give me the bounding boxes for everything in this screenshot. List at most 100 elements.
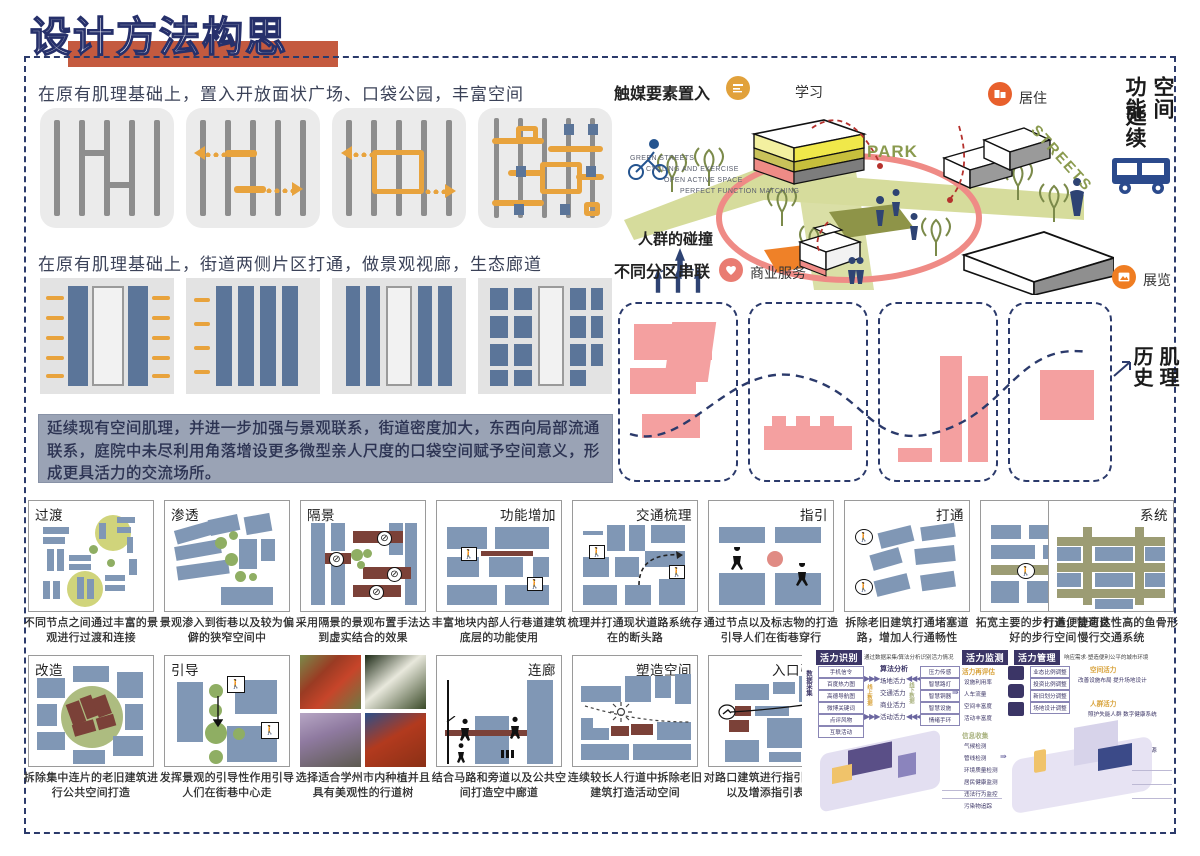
ig-accent-left2	[898, 752, 916, 778]
card-10-title: 改造	[35, 663, 63, 678]
ig-mid-1: 交通活力	[880, 690, 906, 697]
ig-right-3: 智慧设施	[920, 702, 960, 714]
pedestrian-icon: 🚶	[855, 579, 873, 595]
ig-mon2-2: 环境质量检测	[964, 768, 998, 774]
commerce-label: 商业服务	[750, 265, 806, 281]
card-13-caption: 结合马路和旁道以及公共空间打造空中廊道	[431, 772, 567, 799]
park-label: PARK	[867, 142, 918, 161]
ig-col-left-title: 数据采集	[805, 670, 812, 696]
no-entry-icon: ⊘	[329, 552, 344, 567]
summary-paragraph-box: 延续现有空间肌理，并进一步加强与景观联系，街道密度加大，东西向局部流通联系，庭院…	[38, 414, 613, 483]
card-7: 打通 🚶 🚶	[844, 500, 970, 612]
photo-tree-red	[365, 713, 426, 767]
pedestrian-icon: 🚶	[589, 545, 605, 559]
crowd-label: 人群的碰撞	[638, 231, 714, 248]
card-5-caption: 梳理并打通现状道路系统存在的断头路	[567, 617, 703, 644]
residence-label: 居住	[1019, 90, 1047, 106]
card-4-title: 功能增加	[500, 508, 556, 523]
strategy-tile-6	[186, 278, 320, 394]
ig-left-0: 手机信令	[818, 666, 864, 678]
pedestrian-icon: 🚶	[527, 577, 543, 591]
board-title-wrap: 设计方法构思	[29, 13, 338, 67]
ig-manage-3: 场地设计调整	[1030, 702, 1070, 714]
board-frame	[24, 56, 1176, 834]
ig-left-4: 点评风物	[818, 714, 864, 726]
zone-cell-3	[878, 302, 998, 482]
ig-arrow-mon-2: ⇛	[1000, 752, 1007, 761]
ig-note-0: 通过数据采集/算法分析识别活力情况	[864, 655, 954, 661]
card-6-caption: 通过节点以及标志物的打造引导人们在街巷穿行	[703, 617, 839, 644]
title-highlight	[68, 41, 338, 67]
ig-manage-2: 新旧划分调整	[1030, 690, 1070, 702]
ig-left-3: 微博关键词	[818, 702, 864, 714]
vertical-label-4	[1150, 105, 1176, 131]
ig-left-2: 高德导航图	[818, 690, 864, 702]
ig-mon1-0: 设施利用率	[964, 680, 992, 686]
pedestrian-icon: 🚶	[1017, 563, 1035, 579]
ig-mon1-1: 人车流量	[964, 692, 987, 698]
ig-arrow-right-2: ▶▶▶	[864, 712, 881, 721]
catalyst-diagram	[624, 119, 1114, 295]
ig-header-1: 活力监测	[962, 650, 1009, 665]
bus-icon	[1112, 158, 1170, 194]
photo-flower-white	[365, 655, 426, 709]
card-12-photos	[300, 655, 426, 767]
walk-marker-icon	[796, 563, 808, 586]
exhibition-icon	[1112, 265, 1136, 289]
card-2: 渗透	[164, 500, 290, 612]
history-arrow-icon	[1113, 361, 1131, 377]
card-13: 连廊	[436, 655, 562, 767]
page-title: 设计方法构思	[29, 13, 288, 60]
commerce-icon	[719, 258, 743, 282]
card-6: 指引	[708, 500, 834, 612]
card-3: 隔景 ⊘ ⊘ ⊘ ⊘	[300, 500, 426, 612]
pedestrian-icon: 🚶	[461, 547, 477, 561]
study-label: 学习	[795, 84, 823, 100]
card-4-caption: 丰富地块内部人行巷道建筑底层的功能使用	[431, 617, 567, 644]
legend-row	[581, 748, 693, 766]
strategy-tile-2	[186, 108, 320, 228]
ig-camera-icon	[1008, 684, 1024, 698]
card-3-title: 隔景	[307, 508, 335, 523]
card-6-title: 指引	[800, 508, 828, 523]
residence-icon	[988, 82, 1012, 106]
route-arrow-icon	[638, 551, 684, 586]
card-14-caption: 连续较长人行道中拆除老旧建筑打造活动空间	[567, 772, 703, 799]
pedestrian-icon: 🚶	[669, 565, 685, 579]
ig-arrow-mon-1: ⇛	[952, 688, 959, 697]
strategy-tile-1	[40, 108, 174, 228]
strategy-tile-8	[478, 278, 612, 394]
row2-heading: 在原有肌理基础上，街道两侧片区打通，做景观视廊，生态廊道	[38, 255, 542, 274]
eng-line-3: PERFECT FUNCTION MATCHING	[680, 188, 800, 195]
photo-tree-purple	[300, 713, 361, 767]
ig-arrow-right-1: ▶▶▶	[864, 674, 881, 683]
ig-mon1-3: 活动丰富度	[964, 716, 992, 722]
card-1-title: 过渡	[35, 508, 63, 523]
ig-mid-0: 场地活力	[880, 678, 906, 685]
pedestrian-icon: 🚶	[261, 722, 279, 739]
ig-left-1: 百度热力图	[818, 678, 864, 690]
ig-left-5: 互联活动	[818, 726, 864, 738]
summary-paragraph: 延续现有空间肌理，并进一步加强与景观联系，街道密度加大，东西向局部流通联系，庭院…	[47, 420, 600, 482]
ig-manage-1: 投资比例调整	[1030, 678, 1070, 690]
pedestrian-icon: 🚶	[227, 676, 245, 693]
card-11-title: 引导	[171, 663, 199, 678]
card-1-caption: 不同节点之间通过丰富的景观进行过渡和连接	[23, 617, 159, 644]
zone-cell-1	[618, 302, 738, 482]
ig-right-2: 智慧铜器	[920, 690, 960, 702]
no-entry-icon: ⊘	[387, 567, 402, 582]
card-13-title: 连廊	[528, 663, 556, 678]
card-4: 功能增加 🚶 🚶	[436, 500, 562, 612]
ig-right-1: 智慧路灯	[920, 678, 960, 690]
card-1: 过渡	[28, 500, 154, 612]
ig-mon1-2: 空间丰富度	[964, 704, 992, 710]
no-entry-icon: ⊘	[369, 585, 384, 600]
ig-figure-right	[1034, 748, 1046, 774]
card-9: 系统	[1048, 500, 1174, 612]
strategy-tile-3	[332, 108, 466, 228]
ig-thumbsup-icon	[1008, 666, 1024, 680]
photo-flower-red	[300, 655, 361, 709]
card-11-caption: 发挥景观的引导性作用引导人们在街巷中心走	[159, 772, 295, 799]
ig-note-2: 响应需求·塑造便利公平的城市环境	[1064, 655, 1149, 661]
ig-mon2-0: 气候检测	[964, 744, 987, 750]
